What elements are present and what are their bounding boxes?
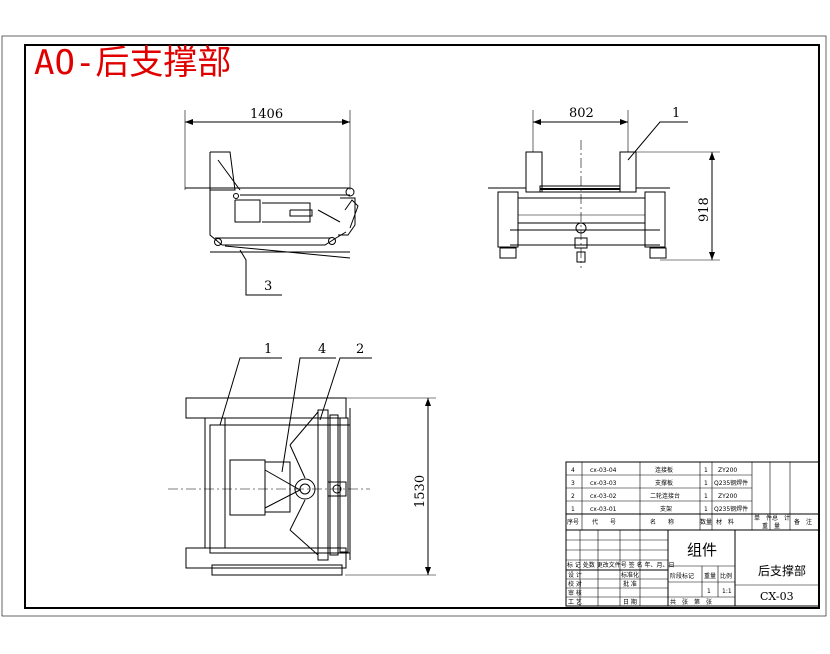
bom-name: 连接板 [655, 466, 673, 474]
bom-code: cx-03-04 [590, 467, 617, 474]
bom-name: 支架 [660, 505, 672, 513]
callout-plan-part-c: 2 [356, 342, 364, 357]
role-check: 校 对 [568, 580, 582, 588]
dim-side-width: 1406 [250, 107, 283, 122]
bom-header-total-weight: 总 计 [772, 514, 790, 522]
bom-code: cx-03-03 [590, 480, 617, 487]
part-name: 后支撑部 [758, 563, 806, 578]
weight-label: 重量 [704, 572, 716, 580]
revision-row: 标 记 处数 更改文件号 签 名 年、月、日 [567, 561, 674, 569]
scale-value: 1:1 [722, 588, 732, 595]
end-view: 802 918 1 [488, 106, 720, 268]
bom-header-name: 名 称 [650, 518, 674, 526]
bom-name: 支撑板 [655, 479, 673, 487]
drawing-number: CX-03 [760, 590, 794, 603]
role-process: 工 艺 [568, 598, 582, 606]
callout-plan-part-b: 4 [318, 342, 326, 357]
std-label: 标准化 [621, 571, 639, 579]
bom-header-no: 序号 [567, 518, 579, 526]
assembly-label: 组件 [687, 541, 717, 559]
bom-material: ZY200 [718, 493, 737, 500]
dim-plan-height: 1530 [413, 475, 428, 508]
title-block: 组件 后支撑部 CX-03 阶段标记 重量 比例 1 1:1 共 张 第 张 标… [565, 529, 820, 607]
bom-no: 2 [571, 493, 575, 500]
inner-frame [24, 44, 820, 609]
role-review: 审 核 [568, 589, 582, 597]
plan-view: 1530 1 4 2 [168, 342, 436, 576]
bom-name: 二轮连接台 [650, 492, 680, 500]
bom-no: 3 [571, 480, 575, 487]
drawing-title: AO-后支撑部 [34, 43, 231, 83]
bom-qty: 1 [704, 480, 708, 487]
date-label: 日 期 [623, 598, 637, 606]
dim-end-height: 918 [697, 197, 712, 222]
approve-label: 批 准 [623, 580, 637, 588]
bom-no: 4 [571, 467, 575, 474]
bom-no: 1 [571, 506, 575, 513]
sheets-label: 共 张 第 张 [670, 598, 712, 606]
dim-end-width: 802 [569, 106, 594, 121]
callout-end-part: 1 [672, 106, 680, 121]
bom-qty: 1 [704, 467, 708, 474]
bom-qty: 1 [704, 493, 708, 500]
callout-plan-part-a: 1 [264, 342, 272, 357]
scale-label: 比例 [720, 572, 732, 580]
role-design: 设 计 [568, 571, 582, 579]
bom-header-code: 代 号 [592, 518, 616, 526]
outer-border [1, 35, 827, 617]
callout-side-part: 3 [264, 279, 272, 294]
bom-material: ZY200 [718, 467, 737, 474]
bom-header-unit-weight: 单 件 [754, 514, 772, 522]
bom-header-weight: 重 量 [762, 522, 780, 530]
bill-of-materials: 4 cx-03-04 连接板 1 ZY200 3 cx-03-03 支撑板 1 … [565, 461, 820, 531]
mark-label: 阶段标记 [670, 572, 694, 580]
bom-header-qty: 数量 [700, 518, 712, 526]
bom-qty: 1 [704, 506, 708, 513]
bom-header-note: 备 注 [794, 518, 812, 526]
bom-code: cx-03-02 [590, 493, 617, 500]
bom-material: Q235钢焊件 [714, 505, 748, 513]
side-view: 1406 3 [184, 107, 359, 296]
bom-header-material: 材 料 [716, 518, 734, 526]
bom-code: cx-03-01 [590, 506, 617, 513]
bom-material: Q235钢焊件 [714, 479, 748, 487]
sheet-count: 1 [707, 588, 711, 595]
